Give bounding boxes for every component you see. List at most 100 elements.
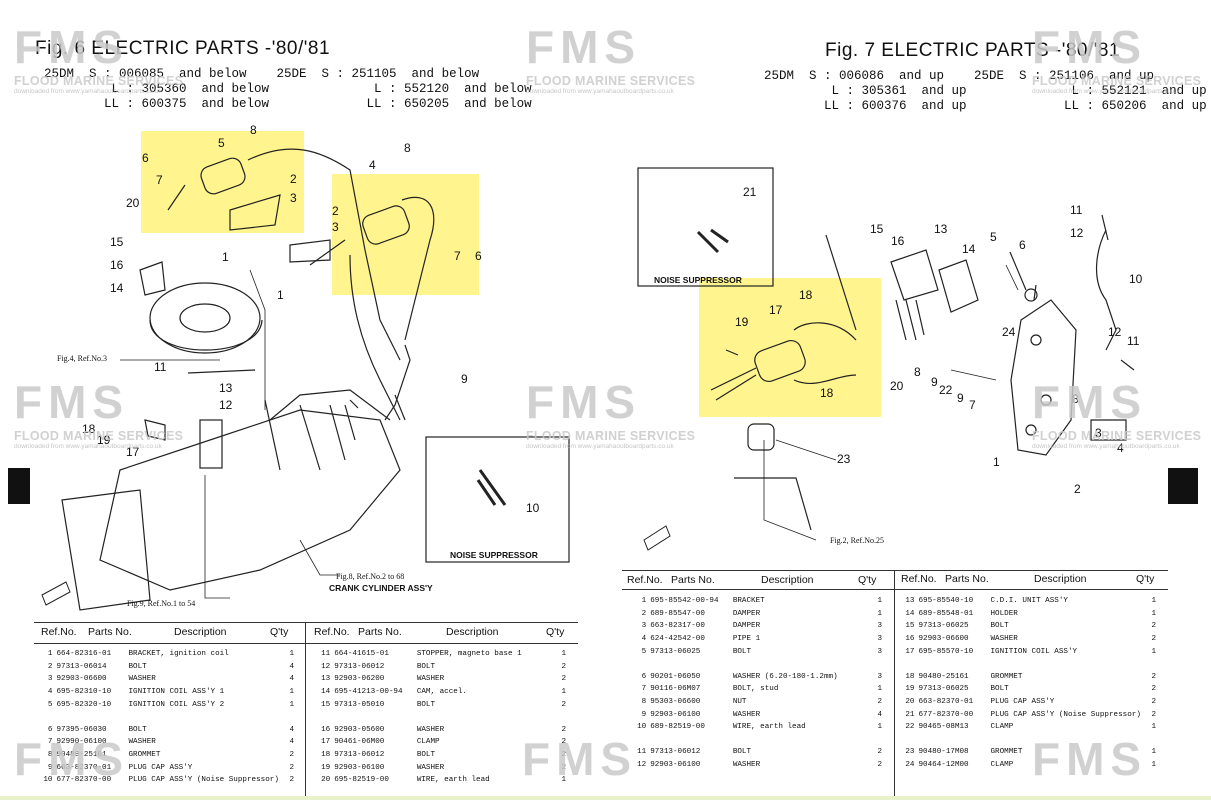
- callout-label: 14: [110, 281, 124, 295]
- watermark: FMS FLOOD MARINE SERVICES downloaded fro…: [14, 376, 184, 450]
- exploded-parts-drawing: [41, 148, 570, 611]
- cell-part-no: 664-82316-01: [56, 650, 112, 659]
- cell-part-no: [648, 734, 731, 747]
- cell-part-no: 97313-06012: [334, 751, 385, 760]
- callout-label: 13: [219, 381, 233, 395]
- callout-label: 15: [870, 222, 884, 236]
- cell-ref: 4: [47, 688, 53, 697]
- cell-part-no: 689-85547-00: [650, 609, 705, 618]
- cell-qty: 2: [561, 725, 566, 734]
- cell-ref: 16: [905, 635, 915, 644]
- cell-ref: 23: [905, 748, 915, 757]
- cell-part-no: 695-41213-00-94: [334, 688, 403, 697]
- cell-description: [989, 658, 1143, 671]
- col-ref: Ref.No.: [41, 626, 77, 638]
- table-divider: [305, 622, 306, 800]
- callout-label: 1: [993, 455, 1000, 469]
- callout-label: 16: [110, 258, 124, 272]
- cell-part-no: 97313-06025: [650, 647, 701, 656]
- cell-part-no: [648, 658, 731, 671]
- crank-cylinder-caption: CRANK CYLINDER ASS'Y: [329, 583, 433, 593]
- cell-ref: 8: [47, 751, 53, 760]
- cell-part-no: 90201-06050: [650, 672, 701, 681]
- callout-label: 2: [332, 204, 339, 218]
- cell-qty: 4: [289, 662, 294, 671]
- cell-description: WASHER: [732, 710, 761, 719]
- cell-part-no: 663-82370-01: [918, 698, 974, 707]
- callout-label: 5: [990, 230, 997, 244]
- cell-qty: 2: [1151, 635, 1156, 644]
- cell-part-no: 695-82310-10: [56, 688, 112, 697]
- cell-ref: 20: [905, 698, 915, 707]
- cell-part-no: 92903-06100: [650, 710, 701, 719]
- callout-label: 20: [126, 196, 140, 210]
- table-row: [34, 711, 296, 724]
- cell-ref: 2: [641, 609, 647, 618]
- cell-part-no: [332, 711, 415, 724]
- cell-description: BOLT: [416, 700, 436, 709]
- serial-ranges: 25DM S : 006085 and below 25DE S : 25110…: [44, 67, 532, 111]
- callout-label: 8: [404, 141, 411, 155]
- reference-fig8: Fig.8, Ref.No.2 to 68: [336, 572, 405, 581]
- cell-ref: 10: [43, 776, 53, 785]
- cell-part-no: 695-85542-00-94: [650, 597, 719, 606]
- cell-qty: 3: [877, 672, 882, 681]
- cell-description: BOLT: [732, 647, 752, 656]
- cell-ref: [896, 658, 916, 671]
- figure-title: Fig. 6 ELECTRIC PARTS -'80/'81: [35, 38, 331, 59]
- callout-label: 1: [222, 250, 229, 264]
- watermark: FMS FLOOD MARINE SERVICES downloaded fro…: [1032, 376, 1202, 450]
- callout-label: 6: [1019, 238, 1026, 252]
- cell-ref: 2: [47, 662, 53, 671]
- table-row: [896, 658, 1158, 671]
- bottom-strip: [0, 796, 1211, 800]
- cell-part-no: 663-82370-01: [56, 763, 112, 772]
- cell-description: [731, 734, 864, 747]
- cell-ref: 12: [321, 662, 331, 671]
- cell-ref: 22: [905, 723, 915, 732]
- cell-part-no: 90480-25161: [918, 672, 969, 681]
- callout-label: 16: [891, 234, 905, 248]
- cell-description: [127, 711, 281, 724]
- callout-label: 10: [1129, 272, 1143, 286]
- cell-description: WASHER: [416, 675, 445, 684]
- cell-ref: 24: [905, 761, 915, 770]
- callout-label: 6: [475, 249, 482, 263]
- callout-label: 23: [837, 452, 851, 466]
- callout-label: 3: [1095, 426, 1102, 440]
- cell-qty: 2: [289, 776, 294, 785]
- cell-description: WASHER: [990, 635, 1018, 644]
- callout-label: 12: [219, 398, 233, 412]
- table-top-rule: [34, 622, 578, 623]
- cell-description: CLAMP: [990, 761, 1014, 770]
- serial-ranges: 25DM S : 006086 and up 25DE S : 251106 a…: [764, 69, 1207, 113]
- cell-qty: 2: [561, 662, 566, 671]
- cell-ref: 9: [641, 710, 647, 719]
- cell-qty: 4: [289, 675, 294, 684]
- callout-label: 17: [126, 445, 140, 459]
- cell-part-no: 92990-06100: [56, 738, 107, 747]
- cell-description: [731, 658, 864, 671]
- col-desc: Description: [446, 626, 499, 638]
- cell-ref: 3: [47, 675, 53, 684]
- cell-part-no: 90461-06M00: [334, 738, 385, 747]
- cell-qty: 1: [1151, 748, 1156, 757]
- cell-description: BOLT: [732, 748, 752, 757]
- cell-description: BOLT: [128, 662, 147, 671]
- callout-label: 2: [290, 172, 297, 186]
- cell-qty: 4: [289, 725, 294, 734]
- cell-ref: 18: [321, 751, 331, 760]
